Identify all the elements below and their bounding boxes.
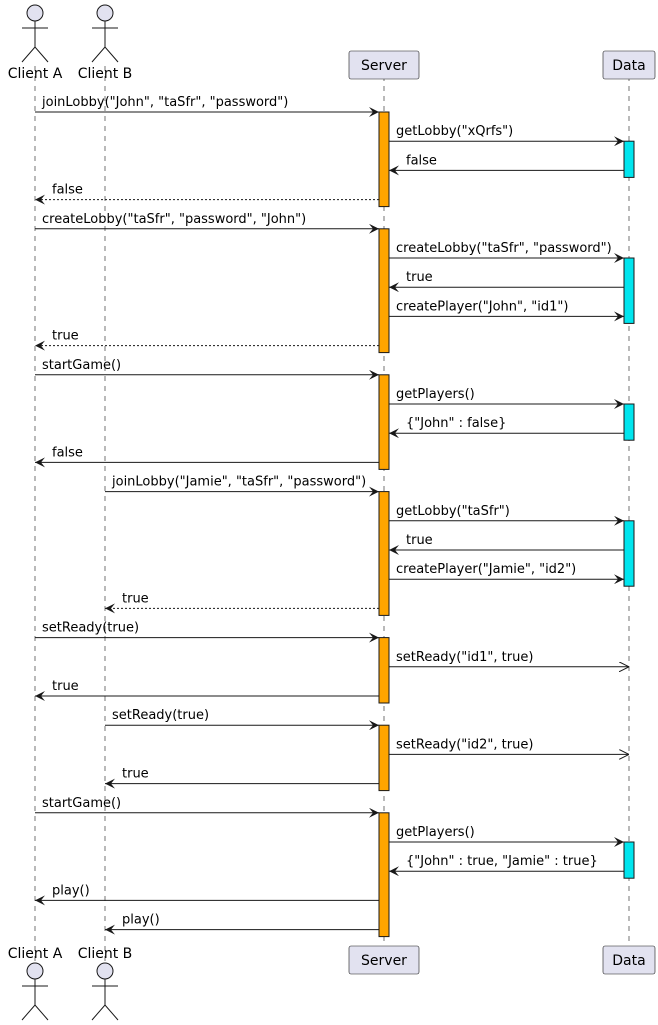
participant-label: Server — [361, 953, 407, 969]
message-label: getLobby("xQrfs") — [396, 124, 513, 139]
actor-client-a-top: Client A — [8, 4, 63, 82]
message-label: play() — [122, 913, 160, 928]
activation-bar-server — [378, 111, 390, 208]
message-label: true — [122, 591, 149, 606]
participant-label: Data — [612, 58, 645, 74]
activation-bar-server — [378, 637, 390, 704]
message-label: {"John" : true, "Jamie" : true} — [406, 854, 598, 869]
participant-server-top: Server — [348, 50, 420, 80]
message-label: setReady(true) — [112, 708, 209, 723]
message-label: true — [122, 767, 149, 782]
message-label: {"John" : false} — [406, 416, 506, 431]
activation-bar-data — [623, 841, 635, 879]
message-label: true — [406, 533, 433, 548]
actor-icon — [26, 4, 44, 22]
message-label: true — [52, 329, 79, 344]
message-label: false — [406, 153, 437, 168]
message-label: getPlayers() — [396, 387, 475, 402]
actor-label: Client B — [78, 946, 133, 962]
message-label: false — [52, 183, 83, 198]
activation-bar-server — [378, 491, 390, 616]
actor-label: Client A — [8, 946, 63, 962]
message-label: startGame() — [42, 796, 121, 811]
message-label: play() — [52, 883, 90, 898]
activation-bar-server — [378, 812, 390, 938]
message-label: joinLobby("Jamie", "taSfr", "password") — [111, 475, 366, 490]
activation-bar-server — [378, 228, 390, 354]
message-label: createLobby("taSfr", "password") — [396, 241, 612, 256]
activation-bar-server — [378, 724, 390, 792]
actor-icon — [26, 962, 44, 980]
activation-bar-server — [378, 374, 390, 470]
activation-bar-data — [623, 403, 635, 441]
message-label: true — [406, 270, 433, 285]
message-label: startGame() — [42, 358, 121, 373]
message-label: joinLobby("John", "taSfr", "password") — [41, 95, 288, 110]
message-label: createLobby("taSfr", "password", "John") — [42, 212, 306, 227]
actor-icon — [96, 4, 114, 22]
message-label: setReady(true) — [42, 621, 139, 636]
actor-label: Client A — [8, 66, 63, 82]
actor-label: Client B — [78, 66, 133, 82]
activation-bar-data — [623, 520, 635, 587]
actor-client-b-top: Client B — [78, 4, 133, 82]
message-label: true — [52, 679, 79, 694]
message-label: getLobby("taSfr") — [396, 504, 510, 519]
participant-label: Data — [612, 953, 645, 969]
participant-label: Server — [361, 58, 407, 74]
actor-icon — [96, 962, 114, 980]
message-label: setReady("id1", true) — [396, 650, 533, 665]
participant-server-bottom: Server — [348, 945, 420, 975]
message-label: createPlayer("John", "id1") — [396, 299, 568, 314]
participant-data-bottom: Data — [602, 945, 656, 975]
message-label: createPlayer("Jamie", "id2") — [396, 562, 576, 577]
actor-client-b-bottom: Client B — [78, 946, 133, 1021]
message-label: setReady("id2", true) — [396, 737, 533, 752]
message-label: false — [52, 445, 83, 460]
actor-client-a-bottom: Client A — [8, 946, 63, 1021]
activation-bar-data — [623, 140, 635, 178]
message-label: getPlayers() — [396, 825, 475, 840]
activation-bar-data — [623, 257, 635, 324]
participant-data-top: Data — [602, 50, 656, 80]
